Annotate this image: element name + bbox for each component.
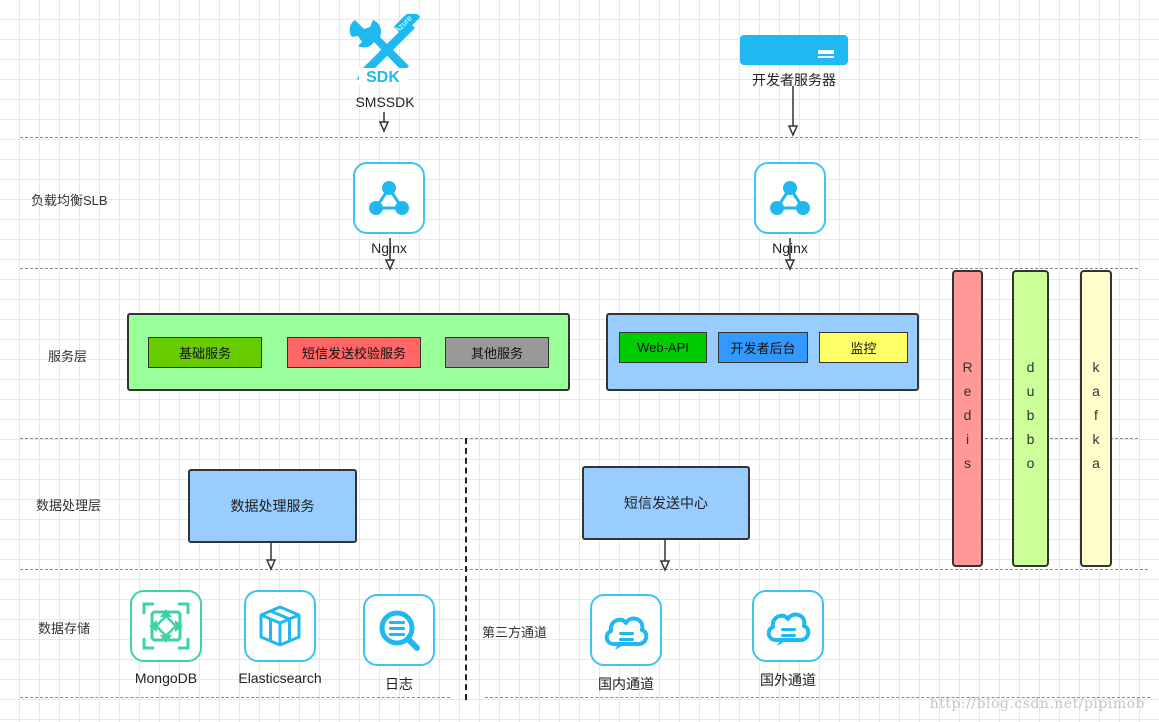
- service-dev-console: 开发者后台: [718, 332, 808, 363]
- data-processing-service: 数据处理服务: [188, 469, 357, 543]
- foreign-channel-label: 国外通道: [760, 672, 816, 688]
- layer-divider-3: [20, 438, 1138, 439]
- layer-divider-5-right: [485, 697, 1150, 698]
- mongodb-icon: [130, 590, 202, 662]
- log-search-icon: [363, 594, 435, 666]
- dubbo-label: dubbo: [1022, 358, 1039, 479]
- layer-divider-4: [20, 569, 1148, 570]
- service-other: 其他服务: [445, 337, 549, 368]
- layer-divider-1: [20, 137, 1138, 138]
- sms-send-center: 短信发送中心: [582, 466, 750, 540]
- dubbo-bar: dubbo: [1012, 270, 1049, 567]
- service-basic: 基础服务: [148, 337, 262, 368]
- redis-label: Redis: [959, 358, 976, 479]
- kafka-bar: kafka: [1080, 270, 1112, 567]
- redis-bar: Redis: [952, 270, 983, 567]
- nginx-left-label: Nginx: [371, 240, 407, 256]
- nginx-left-icon: [353, 162, 425, 234]
- mongodb-label: MongoDB: [134, 670, 198, 686]
- layer-label-processing: 数据处理层: [36, 498, 102, 513]
- foreign-channel-icon: [752, 590, 824, 662]
- nginx-right-icon: [754, 162, 826, 234]
- service-web-api: Web-API: [619, 332, 707, 363]
- vertical-divider: [465, 438, 467, 700]
- layer-label-storage: 数据存储: [38, 621, 91, 636]
- dev-server-label: 开发者服务器: [752, 72, 836, 88]
- log-label: 日志: [385, 676, 413, 692]
- layer-label-third-party: 第三方通道: [482, 625, 548, 640]
- watermark: http://blog.csdn.net/pipimob: [929, 696, 1145, 712]
- elasticsearch-icon: [244, 590, 316, 662]
- service-sms-validation: 短信发送校验服务: [287, 337, 421, 368]
- layer-label-service: 服务层: [48, 349, 88, 364]
- server-icon: [740, 35, 848, 65]
- layer-divider-5-left: [20, 697, 450, 698]
- sdk-icon-label: SDK: [366, 69, 400, 86]
- kafka-label: kafka: [1088, 358, 1104, 479]
- domestic-channel-label: 国内通道: [598, 676, 654, 692]
- smssdk-label: SMSSDK: [355, 94, 415, 110]
- layer-label-slb: 负载均衡SLB: [31, 193, 108, 208]
- elasticsearch-label: Elasticsearch: [238, 670, 322, 686]
- domestic-channel-icon: [590, 594, 662, 666]
- sdk-wrench-icon: Azure SDK: [345, 9, 421, 86]
- layer-divider-2: [20, 268, 1138, 269]
- service-monitor: 监控: [819, 332, 908, 363]
